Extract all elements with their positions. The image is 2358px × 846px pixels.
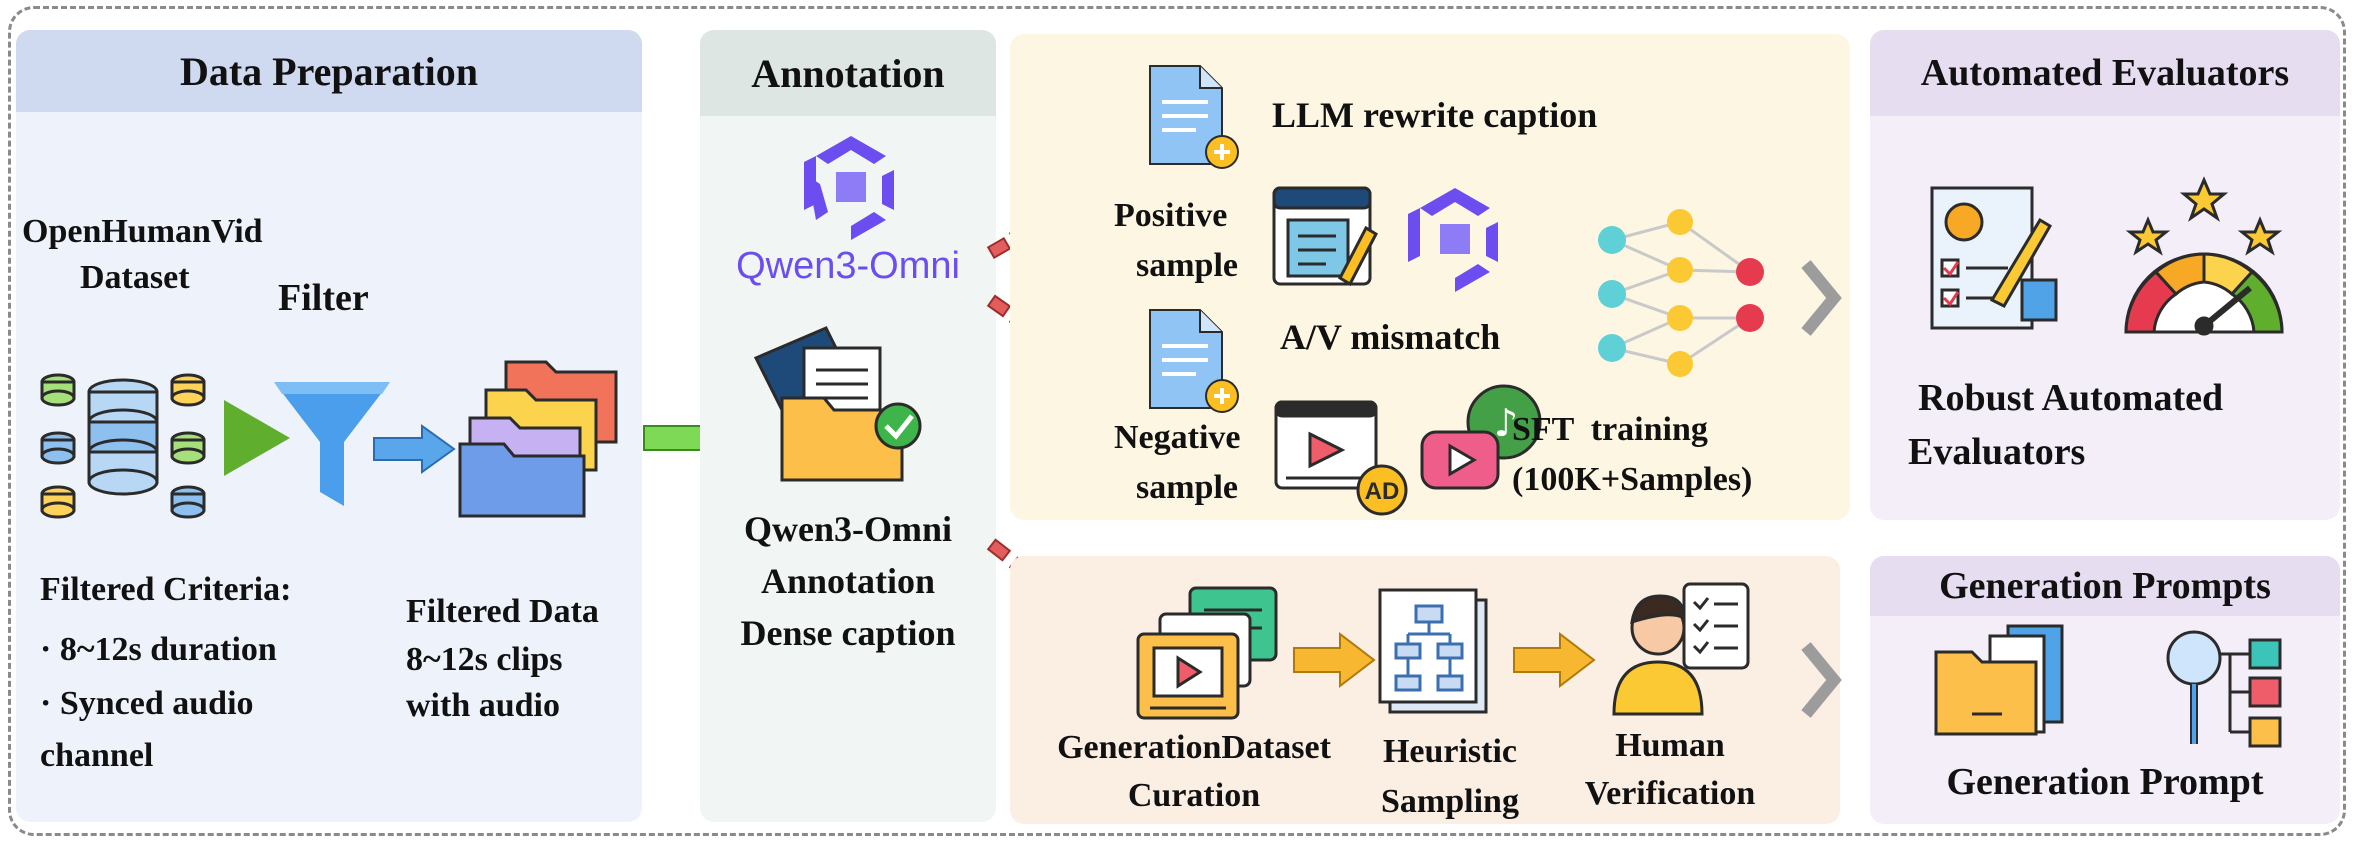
generation-prompt-caption: Generation Prompt bbox=[1946, 761, 2264, 803]
criteria-item-audio-cont: channel bbox=[40, 737, 154, 774]
neural-network-icon bbox=[1598, 209, 1764, 377]
outer-dashed-border bbox=[8, 6, 2346, 836]
flowchart-document-icon bbox=[1378, 588, 1488, 714]
annotation-caption-line3: Dense caption bbox=[740, 613, 956, 653]
chevron-right-icon bbox=[1801, 260, 1842, 336]
video-ad-icon: AD bbox=[1274, 400, 1408, 516]
filtered-data-line1: Filtered Data bbox=[406, 593, 599, 630]
qwen-logo-text: Qwen3-Omni bbox=[736, 245, 960, 287]
sft-training-line2: (100K+Samples) bbox=[1512, 461, 1753, 498]
dataset-label-line2: Dataset bbox=[80, 259, 190, 296]
svg-text:♪: ♪ bbox=[1494, 401, 1518, 445]
gauge-stars-icon bbox=[2124, 176, 2284, 336]
annotation-header: Annotation bbox=[700, 30, 996, 116]
positive-sample-line2: sample bbox=[1136, 247, 1238, 284]
negative-sample-line1: Negative bbox=[1114, 419, 1241, 456]
generation-prompts-header: Generation Prompts bbox=[1870, 556, 2340, 616]
document-plus-icon bbox=[1149, 65, 1239, 169]
human-label-line2: Verification bbox=[1584, 775, 1756, 812]
robust-evaluators-line1: Robust Automated bbox=[1918, 377, 2224, 419]
data-preparation-header: Data Preparation bbox=[16, 30, 642, 112]
funnel-icon bbox=[274, 382, 390, 506]
search-tree-icon bbox=[2166, 630, 2282, 748]
orange-arrow-icon-1 bbox=[1293, 631, 1376, 689]
criteria-item-audio: · Synced audio bbox=[40, 685, 254, 722]
database-icon bbox=[40, 373, 206, 519]
checklist-icon bbox=[1930, 186, 2058, 330]
human-label-line1: Human bbox=[1615, 727, 1725, 764]
chevron-right-icon-2 bbox=[1801, 642, 1842, 718]
video-stack-icon bbox=[1136, 586, 1278, 720]
heuristic-label-line2: Sampling bbox=[1381, 783, 1519, 820]
qwen-logo-icon bbox=[804, 136, 894, 240]
criteria-title: Filtered Criteria: bbox=[40, 571, 292, 608]
filtered-data-line2: 8~12s clips bbox=[406, 641, 563, 678]
blue-arrow-icon bbox=[373, 424, 456, 474]
annotation-caption-line2: Annotation bbox=[760, 561, 936, 601]
annotation-caption-line1: Qwen3-Omni bbox=[743, 509, 952, 549]
folders-icon bbox=[458, 360, 618, 518]
document-plus-icon-2 bbox=[1149, 309, 1239, 413]
curation-label-line1: GenerationDataset bbox=[1057, 729, 1331, 766]
orange-arrow-icon-2 bbox=[1513, 631, 1596, 689]
negative-sample-line2: sample bbox=[1136, 469, 1238, 506]
play-arrow-icon bbox=[224, 400, 290, 476]
filter-label: Filter bbox=[278, 277, 369, 319]
robust-evaluators-line2: Evaluators bbox=[1908, 431, 2086, 473]
prompt-folder-icon bbox=[1934, 624, 2064, 736]
positive-sample-line1: Positive bbox=[1114, 197, 1228, 234]
qwen-small-logo-icon bbox=[1408, 188, 1498, 292]
annotation-folder-icon bbox=[753, 326, 922, 482]
criteria-item-duration: · 8~12s duration bbox=[40, 631, 277, 668]
llm-rewrite-label: LLM rewrite caption bbox=[1272, 95, 1598, 135]
filtered-data-line3: with audio bbox=[406, 687, 560, 724]
av-mismatch-label: A/V mismatch bbox=[1280, 317, 1501, 357]
ad-badge: AD bbox=[1365, 478, 1400, 505]
music-video-icon: ♪ bbox=[1420, 384, 1542, 490]
dataset-label-line1: OpenHumanVid bbox=[22, 213, 263, 250]
automated-evaluators-header: Automated Evaluators bbox=[1870, 30, 2340, 116]
curation-label-line2: Curation bbox=[1127, 777, 1261, 814]
heuristic-label-line1: Heuristic bbox=[1382, 733, 1518, 770]
human-verification-icon bbox=[1612, 582, 1750, 716]
sft-training-line1: SFT training bbox=[1512, 411, 1708, 448]
browser-edit-icon bbox=[1272, 186, 1378, 287]
